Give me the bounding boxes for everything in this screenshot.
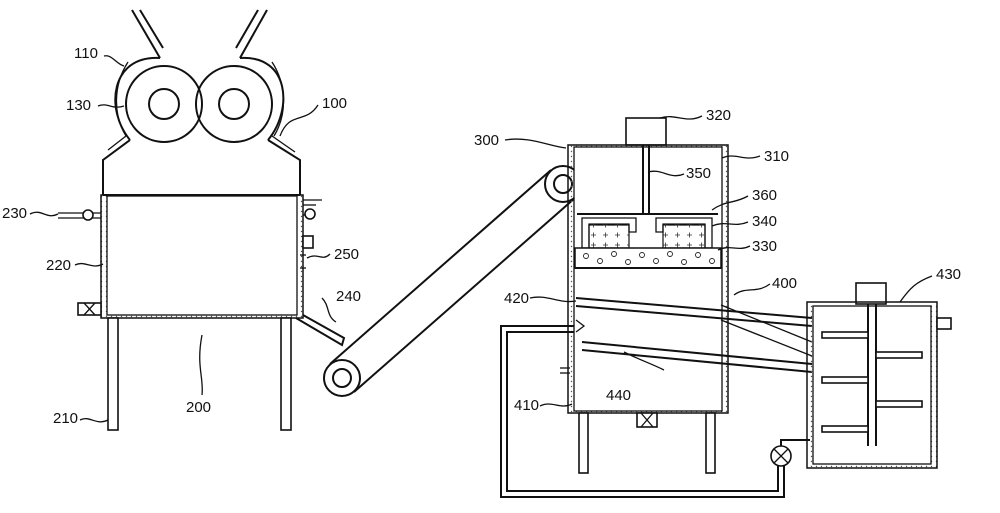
vessel-leg-right	[705, 412, 716, 474]
label-410: 410	[514, 397, 539, 414]
label-210: 210	[53, 410, 78, 427]
valve-230	[82, 209, 94, 221]
mixer-blade	[821, 331, 869, 339]
label-310: 310	[764, 148, 789, 165]
return-pipe	[500, 325, 785, 498]
vessel-leg-left	[578, 412, 589, 474]
label-230: 230	[2, 205, 27, 222]
filter-layer-330	[574, 247, 722, 269]
label-320: 320	[706, 107, 731, 124]
sensor-box-250	[302, 235, 314, 249]
label-350: 350	[686, 165, 711, 182]
leg-left	[107, 317, 119, 431]
conveyor-lower-pulley	[323, 359, 361, 397]
right-feed-chute	[239, 9, 268, 59]
reference-labels: 110 130 100 230 220 250 240 200 210 300 …	[2, 45, 961, 427]
crushing-roller-left	[125, 65, 203, 143]
label-330: 330	[752, 238, 777, 255]
mixer-motor	[855, 282, 887, 305]
label-340: 340	[752, 213, 777, 230]
conveyor-belt	[323, 165, 582, 397]
label-130: 130	[66, 97, 91, 114]
label-400: 400	[772, 275, 797, 292]
crushing-roller-right	[195, 65, 273, 143]
press-unit	[500, 117, 952, 498]
label-440: 440	[606, 387, 631, 404]
tank-body	[106, 195, 298, 316]
tank-outlet	[936, 317, 952, 330]
label-220: 220	[46, 257, 71, 274]
motor-320	[625, 117, 667, 146]
label-300: 300	[474, 132, 499, 149]
label-200: 200	[186, 399, 211, 416]
label-420: 420	[504, 290, 529, 307]
label-240: 240	[336, 288, 361, 305]
leg-right	[280, 317, 292, 431]
label-360: 360	[752, 187, 777, 204]
leader-lines	[29, 55, 933, 423]
crusher-unit	[58, 9, 346, 431]
left-feed-chute	[131, 9, 161, 59]
label-110: 110	[74, 45, 98, 62]
label-430: 430	[936, 266, 961, 283]
discharge-chute-240	[295, 314, 346, 347]
inclined-pipe-420	[575, 297, 813, 319]
inclined-pipe-440	[581, 341, 813, 365]
label-100: 100	[322, 95, 347, 112]
filter-block-left	[588, 223, 630, 249]
label-250: 250	[334, 246, 359, 263]
filter-block-right	[662, 223, 706, 249]
nozzle	[575, 319, 586, 333]
side-valve	[304, 208, 316, 220]
